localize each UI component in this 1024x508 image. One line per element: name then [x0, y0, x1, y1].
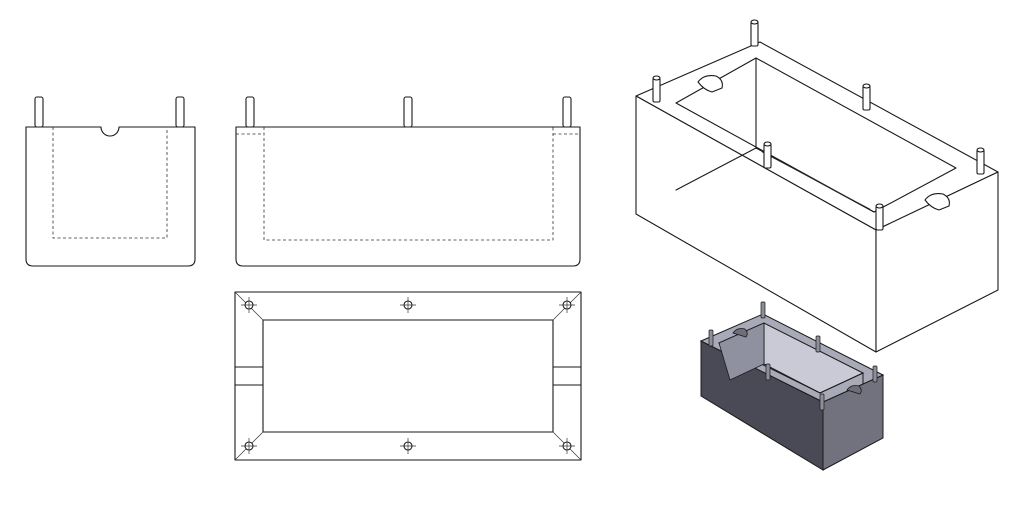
guide-pin [34, 96, 44, 128]
groove-right [552, 366, 582, 386]
shaded-pin [819, 393, 825, 411]
pin-hole [400, 438, 416, 454]
iso-side-face [875, 171, 999, 353]
guide-pin [245, 96, 255, 128]
iso-pin [976, 147, 985, 175]
pin-hole [400, 297, 416, 313]
shaded-pin [708, 329, 714, 347]
iso-notch [697, 75, 723, 93]
hidden-cavity-line [263, 127, 554, 241]
pin-holes [241, 297, 575, 454]
iso-pins [652, 19, 985, 231]
guide-pin [175, 96, 185, 128]
shaded-pin [872, 365, 878, 383]
side-view-outline [25, 126, 196, 267]
pin-hole [559, 438, 575, 454]
groove-left [234, 366, 264, 386]
hidden-cavity-line [52, 127, 168, 239]
shaded-pins [708, 301, 878, 411]
top-view-opening [262, 319, 554, 433]
front-view [235, 96, 581, 267]
iso-pin [763, 141, 772, 169]
iso-inner-floor-edge [761, 151, 871, 210]
shaded-notch [732, 328, 748, 338]
top-view-outline [234, 291, 582, 461]
pin-hole [241, 297, 257, 313]
pin-hole [241, 438, 257, 454]
iso-pin [750, 19, 759, 47]
guide-pin [562, 96, 572, 128]
iso-notch [924, 193, 950, 211]
iso-pin [652, 75, 661, 103]
side-view [25, 96, 196, 267]
pin-hole [559, 297, 575, 313]
iso-pin [875, 203, 884, 231]
shaded-pin [765, 363, 771, 381]
shaded-notch [846, 385, 862, 395]
isometric-view [635, 19, 999, 353]
iso-pin [862, 83, 871, 111]
front-view-outline [235, 126, 581, 267]
guide-pin [403, 96, 413, 128]
shaded-pin [815, 335, 821, 353]
corner-miter [234, 291, 582, 461]
top-view [234, 291, 582, 461]
shaded-pin [760, 301, 766, 319]
shaded-view [699, 301, 885, 471]
shaded-inner-shadow [718, 322, 765, 381]
